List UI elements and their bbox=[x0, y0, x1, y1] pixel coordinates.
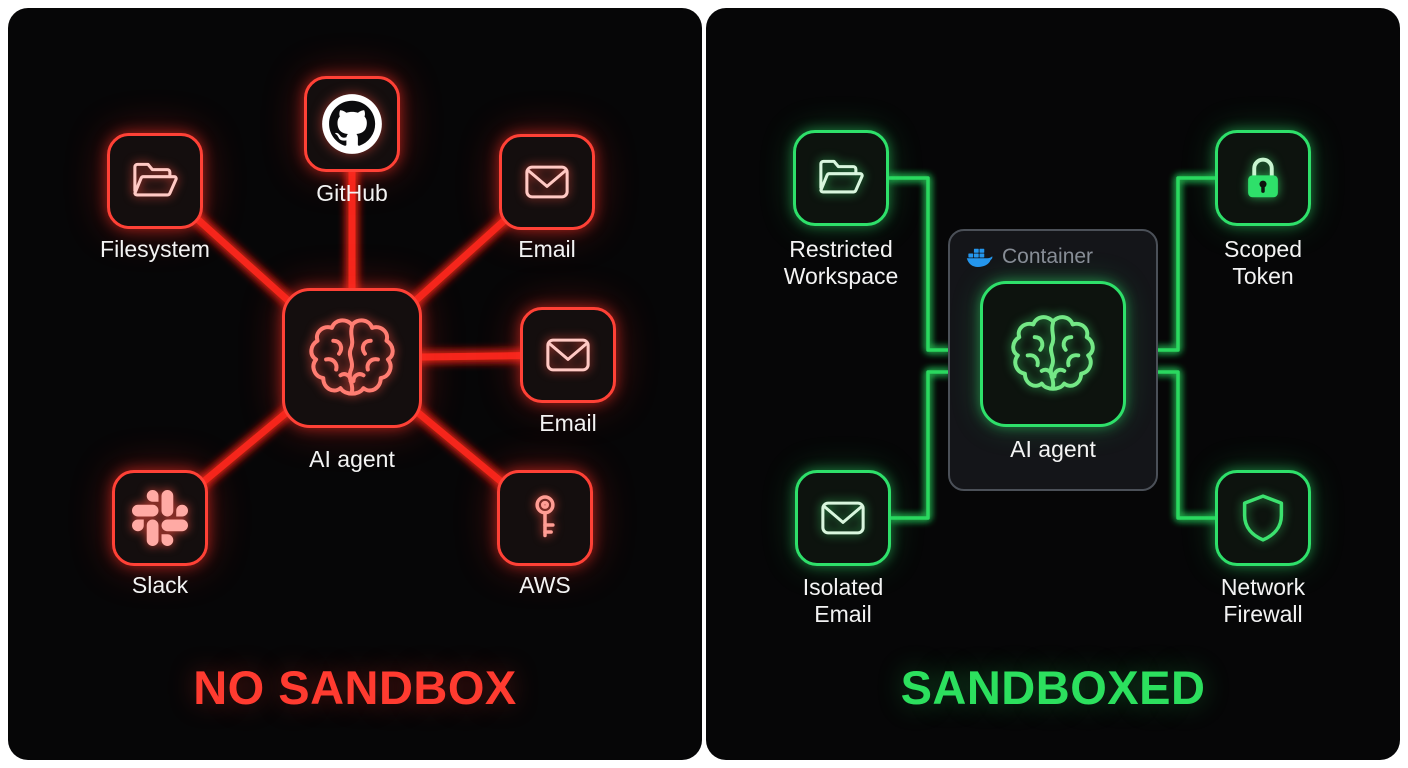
shield-icon bbox=[1242, 494, 1284, 542]
envelope-icon bbox=[546, 338, 590, 372]
container-header: Container bbox=[950, 231, 1156, 269]
folder-icon bbox=[819, 159, 864, 194]
envelope-icon bbox=[821, 501, 865, 535]
node-label-restricted-workspace: Restricted Workspace bbox=[731, 236, 951, 290]
node-label-email-top: Email bbox=[518, 236, 576, 262]
node-ai-agent bbox=[282, 288, 422, 428]
folder-icon bbox=[133, 162, 178, 197]
node-aws bbox=[497, 470, 593, 566]
node-label-ai-agent: AI agent bbox=[309, 446, 395, 472]
node-slack bbox=[112, 470, 208, 566]
node-label-isolated-email: Isolated Email bbox=[733, 574, 953, 628]
node-email-top bbox=[499, 134, 595, 230]
key-icon bbox=[535, 495, 555, 538]
github-icon bbox=[322, 94, 382, 154]
node-label-network-firewall: Network Firewall bbox=[1153, 574, 1373, 628]
label-line: Network bbox=[1220, 574, 1306, 600]
node-restricted-workspace bbox=[793, 130, 889, 226]
node-scoped-token bbox=[1215, 130, 1311, 226]
node-label-ai-agent-sandboxed: AI agent bbox=[1010, 436, 1096, 462]
label-line: Restricted bbox=[789, 236, 893, 262]
docker-icon bbox=[966, 248, 993, 267]
node-label-slack: Slack bbox=[131, 572, 189, 598]
envelope-icon bbox=[525, 165, 569, 199]
node-github bbox=[304, 76, 400, 172]
node-network-firewall bbox=[1215, 470, 1311, 566]
brain-icon bbox=[309, 318, 395, 396]
brain-icon bbox=[1011, 315, 1095, 391]
slack-icon bbox=[132, 490, 188, 546]
node-filesystem bbox=[107, 133, 203, 229]
node-label-filesystem: Filesystem bbox=[100, 236, 210, 262]
node-isolated-email bbox=[795, 470, 891, 566]
lock-icon bbox=[1248, 157, 1278, 198]
node-label-aws: AWS bbox=[519, 572, 571, 598]
node-email-right bbox=[520, 307, 616, 403]
label-line: Email bbox=[814, 601, 872, 627]
sandboxed-panel: Restricted Workspace Scoped Token bbox=[706, 8, 1400, 760]
label-line: Firewall bbox=[1223, 601, 1303, 627]
no-sandbox-panel: Filesystem GitHub Email bbox=[8, 8, 702, 760]
label-line: Isolated bbox=[802, 574, 884, 600]
node-label-github: GitHub bbox=[316, 180, 388, 206]
connector-lines-green bbox=[887, 176, 1219, 520]
container-box: Container AI agent bbox=[948, 229, 1158, 491]
node-label-email-right: Email bbox=[539, 410, 597, 436]
node-label-scoped-token: Scoped Token bbox=[1153, 236, 1373, 290]
label-line: Workspace bbox=[783, 263, 899, 289]
sandboxed-title: SANDBOXED bbox=[900, 661, 1206, 714]
node-ai-agent-sandboxed bbox=[980, 281, 1126, 427]
container-label: Container bbox=[1002, 245, 1094, 268]
label-line: Token bbox=[1232, 263, 1294, 289]
label-line: Scoped bbox=[1223, 236, 1302, 262]
no-sandbox-title: NO SANDBOX bbox=[193, 661, 517, 714]
